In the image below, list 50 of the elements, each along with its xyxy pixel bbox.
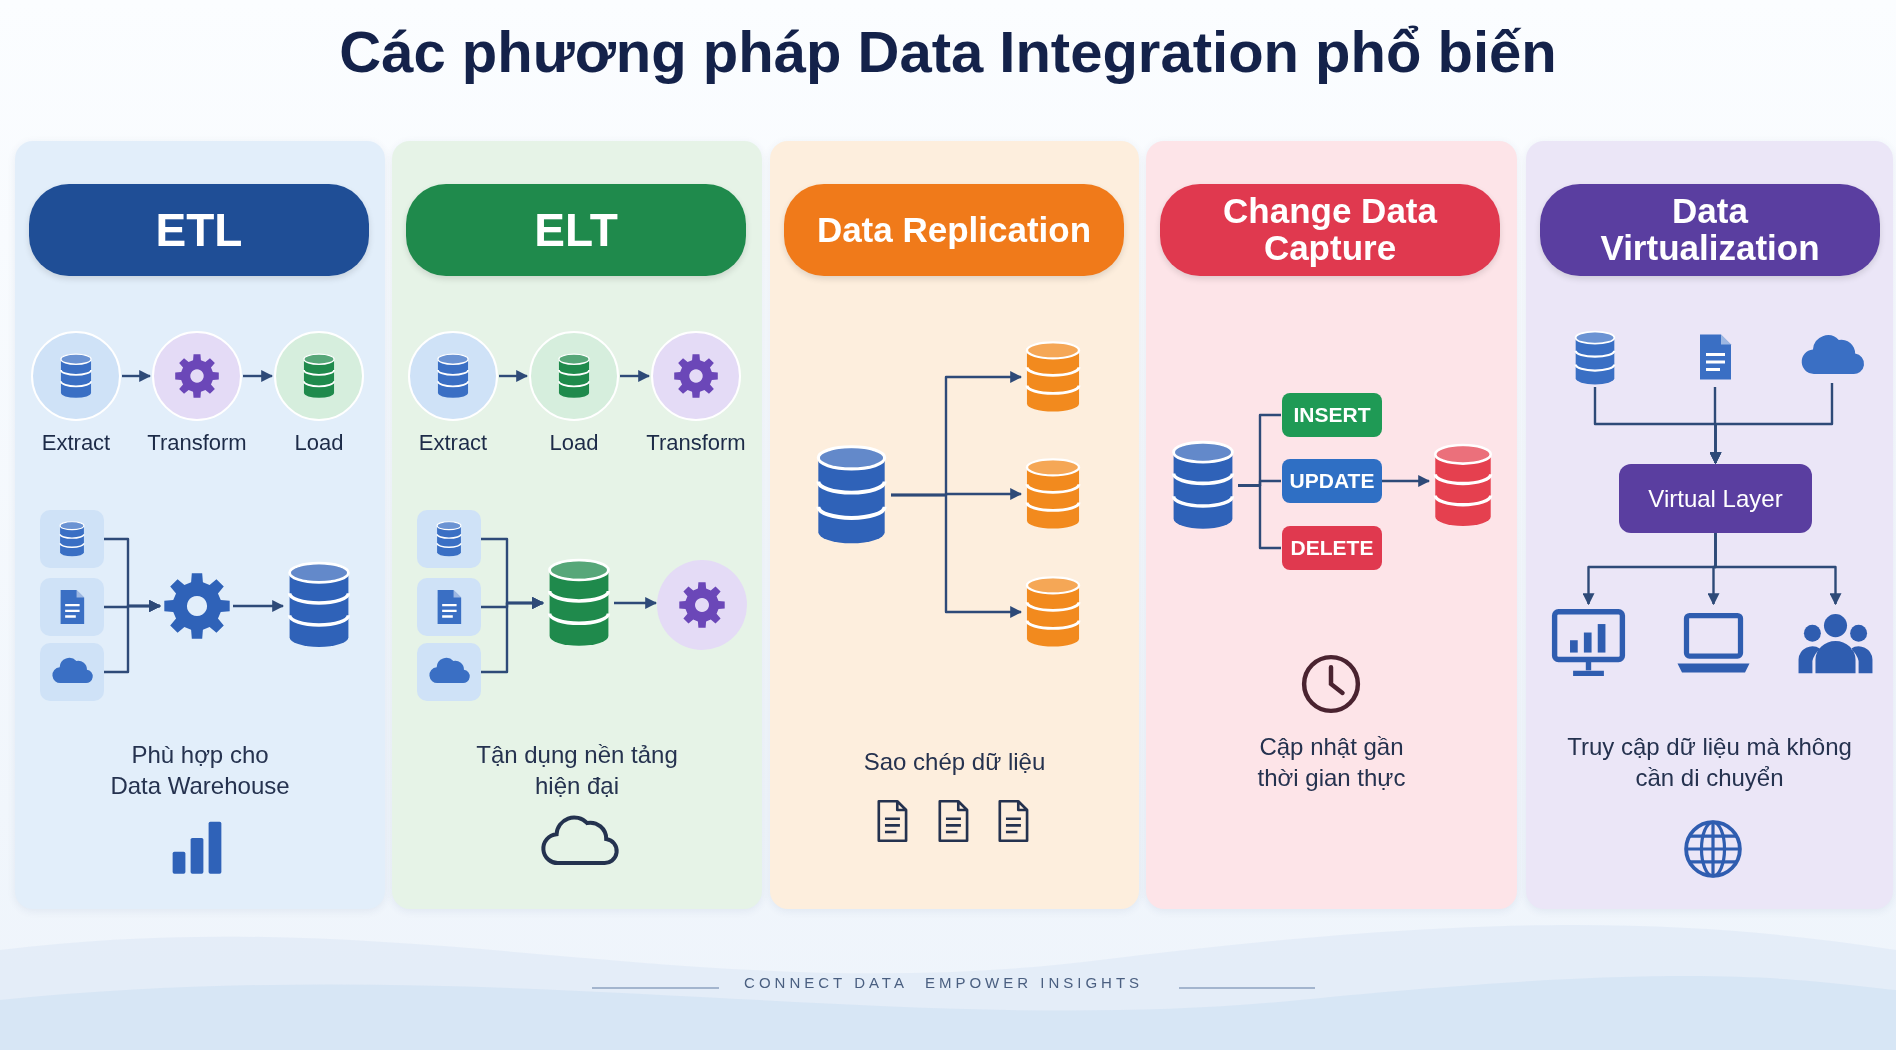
arrow <box>1382 475 1431 487</box>
caption: Sao chép dữ liệu <box>862 747 1047 777</box>
method-header: Change Data Capture <box>1160 184 1500 276</box>
connector-line <box>1238 484 1281 550</box>
layer-box: Virtual Layer <box>1619 464 1812 533</box>
method-panel <box>15 141 385 909</box>
arrow <box>620 370 651 382</box>
step-label: Transform <box>146 430 248 456</box>
step-label: Transform <box>645 430 747 456</box>
operation-tag: DELETE <box>1282 526 1382 570</box>
method-panel <box>770 141 1139 909</box>
arrow <box>614 597 658 609</box>
operation-tag: UPDATE <box>1282 459 1382 503</box>
method-header: ETL <box>29 184 369 276</box>
arrow <box>122 370 152 382</box>
step-label: Load <box>293 430 345 456</box>
database-icon <box>1022 339 1084 415</box>
caption: Phù hợp cho Data Warehouse <box>109 740 291 802</box>
database-icon <box>1572 329 1618 387</box>
method-header: Data Replication <box>784 184 1124 276</box>
operation-tag: INSERT <box>1282 393 1382 437</box>
arrow <box>1714 533 1842 606</box>
method-header: Data Virtualization <box>1540 184 1880 276</box>
arrow <box>243 370 274 382</box>
caption: Truy cập dữ liệu mà không cần di chuyển <box>1566 732 1853 794</box>
document-icon <box>417 578 481 636</box>
step-label: Extract <box>40 430 112 456</box>
database-icon <box>40 510 104 568</box>
arrow <box>233 600 285 612</box>
method-panel <box>392 141 762 909</box>
database-icon <box>1022 574 1084 650</box>
method-header: ELT <box>406 184 746 276</box>
caption: Cập nhật gần thời gian thực <box>1256 732 1407 794</box>
arrow <box>891 493 1023 618</box>
step-label: Load <box>548 430 600 456</box>
arrow <box>481 597 545 674</box>
document-icon <box>40 578 104 636</box>
method-panel <box>1526 141 1893 909</box>
database-icon <box>417 510 481 568</box>
arrow <box>499 370 529 382</box>
arrow <box>1709 383 1834 465</box>
gear-icon <box>161 570 233 642</box>
step-label: Extract <box>417 430 489 456</box>
caption: Tận dụng nền tảng hiện đại <box>475 740 679 802</box>
database-icon <box>1022 456 1084 532</box>
method-panel <box>1146 141 1517 909</box>
arrow <box>104 600 162 674</box>
cloud-icon <box>417 643 481 701</box>
page-title: Các phương pháp Data Integration phổ biến <box>338 18 1558 85</box>
cloud-icon <box>40 643 104 701</box>
